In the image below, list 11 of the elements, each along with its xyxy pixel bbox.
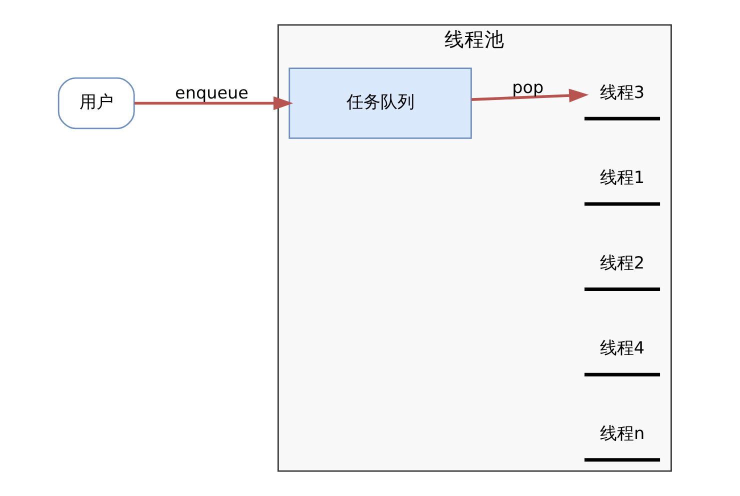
arrow xyxy=(134,96,293,110)
edge-label: enqueue xyxy=(174,82,248,102)
node-text: 线程1 xyxy=(599,167,644,188)
node-text: 线程4 xyxy=(599,338,644,358)
arrow xyxy=(470,88,588,102)
node-box: 任务队列 xyxy=(288,68,472,139)
node-text: 线程3 xyxy=(599,82,644,102)
node-text: 线程2 xyxy=(599,252,644,272)
edge-label: pop xyxy=(512,76,544,97)
node-text: 线程n xyxy=(599,423,644,444)
node-box: 用户 xyxy=(57,77,134,130)
